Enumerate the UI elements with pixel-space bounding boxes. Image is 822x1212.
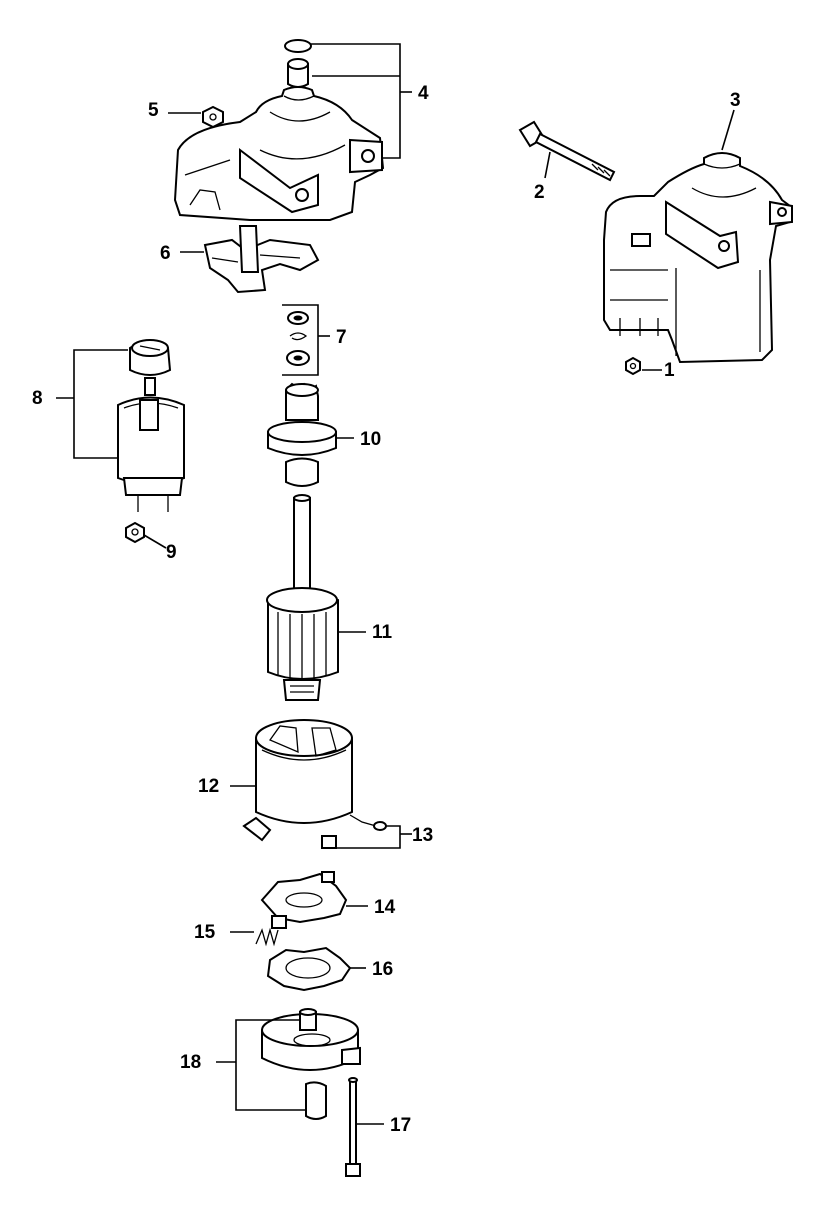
part-2-mounting-bolt: 2 (518, 120, 616, 203)
part-7-washer-set: 7 (282, 304, 347, 376)
callout-10: 10 (360, 429, 381, 450)
callout-8: 8 (32, 388, 43, 409)
part-1-nut: 1 (625, 356, 675, 381)
callout-5: 5 (148, 100, 159, 121)
part-5-nut: 5 (148, 100, 224, 129)
part-12-yoke: 12 (198, 719, 353, 849)
callout-4: 4 (418, 83, 429, 104)
callout-14: 14 (374, 897, 396, 918)
callout-9: 9 (166, 542, 177, 563)
part-10-pinion-clutch: 10 (267, 382, 381, 487)
part-13-brush-leads: 13 (336, 814, 433, 849)
callout-18: 18 (180, 1052, 201, 1073)
part-17-through-bolt: 17 (345, 1077, 411, 1177)
part-15-brush-spring: 15 (194, 922, 279, 947)
part-3-starter-assembly: 3 (603, 90, 793, 364)
part-8-solenoid: 8 (32, 339, 185, 512)
callout-1: 1 (664, 360, 675, 381)
part-16-plate: 16 (266, 946, 393, 992)
callout-16: 16 (372, 959, 393, 980)
callout-15: 15 (194, 922, 216, 943)
callout-12: 12 (198, 776, 219, 797)
callout-11: 11 (372, 622, 393, 643)
part-14-brush-holder: 14 (260, 871, 396, 929)
callout-3: 3 (730, 90, 741, 111)
callout-7: 7 (336, 327, 347, 348)
part-4-callout: 4 (310, 43, 429, 159)
part-9-nut: 9 (125, 521, 177, 563)
part-4-drive-housing (173, 39, 385, 221)
callout-17: 17 (390, 1115, 411, 1136)
callout-6: 6 (160, 243, 171, 264)
callout-2: 2 (534, 182, 545, 203)
callout-13: 13 (412, 825, 433, 846)
part-11-armature: 11 (266, 494, 393, 701)
part-6-shift-lever: 6 (160, 225, 320, 294)
part-18-end-cover: 18 (180, 1008, 361, 1120)
